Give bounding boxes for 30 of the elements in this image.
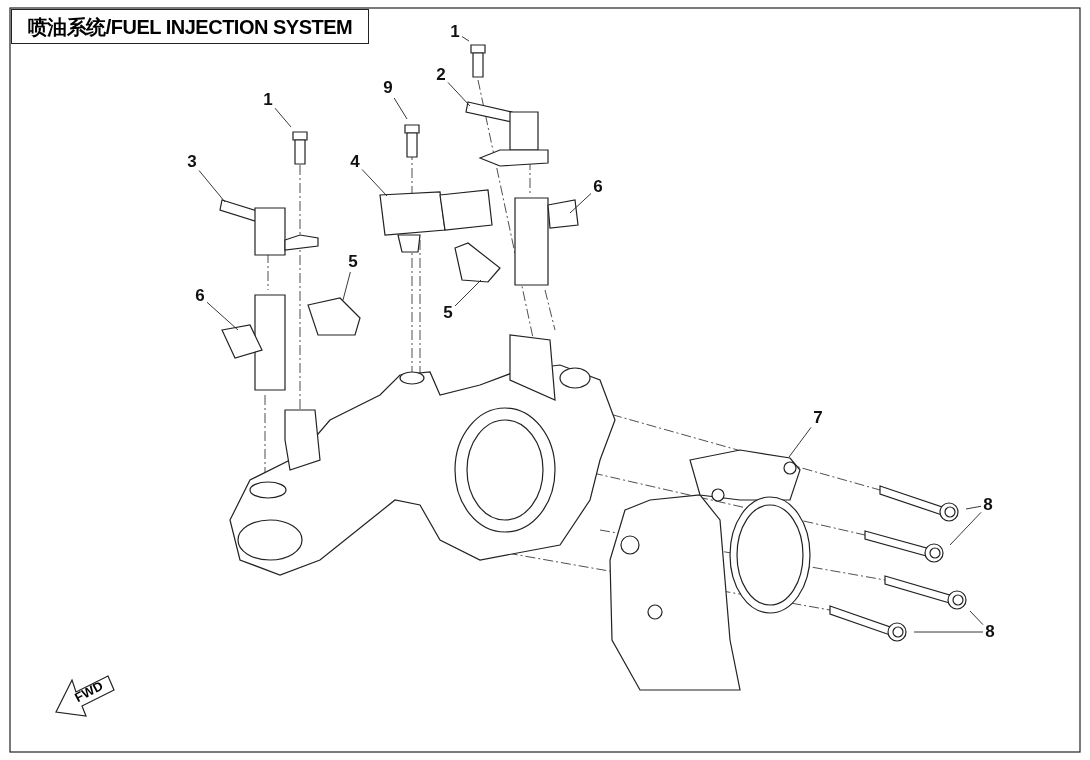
leader-line <box>969 610 984 626</box>
leader-line <box>198 170 226 203</box>
callout-number: 7 <box>811 408 825 428</box>
callout-number: 1 <box>261 90 275 110</box>
callout-number: 3 <box>185 152 199 172</box>
leader-line <box>206 301 239 331</box>
leader-line <box>274 107 292 128</box>
callout-number: 5 <box>346 252 360 272</box>
callout-number: 6 <box>193 286 207 306</box>
leader-line <box>342 271 351 301</box>
callout-number: 4 <box>348 152 362 172</box>
callout-number: 8 <box>983 622 997 642</box>
callout-number: 9 <box>381 78 395 98</box>
leader-line <box>361 169 388 197</box>
leader-line <box>454 279 482 307</box>
leader-line <box>569 193 592 214</box>
leader-line <box>949 511 982 546</box>
leader-line <box>788 426 812 458</box>
leader-line <box>965 505 982 510</box>
callout-number: 1 <box>448 22 462 42</box>
leader-line <box>447 82 471 107</box>
leader-line <box>393 97 408 120</box>
callout-number: 2 <box>434 65 448 85</box>
callout-number: 5 <box>441 303 455 323</box>
callout-number: 6 <box>591 177 605 197</box>
leader-line <box>461 36 470 42</box>
callout-number: 8 <box>981 495 995 515</box>
leader-line <box>913 631 984 633</box>
direction-label: FWD <box>72 677 106 706</box>
title: 喷油系统/FUEL INJECTION SYSTEM <box>11 9 369 44</box>
